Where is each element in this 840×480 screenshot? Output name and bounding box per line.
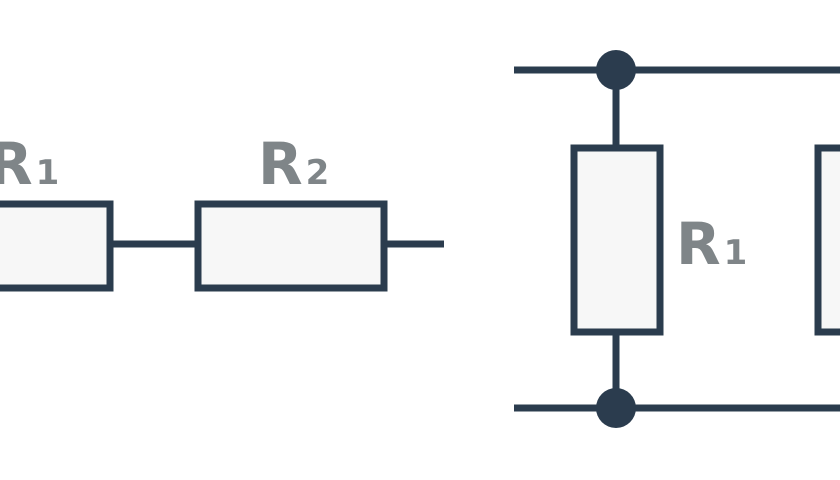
series-circuit: R1 R2 <box>0 130 444 292</box>
series-label-r2: R2 <box>258 130 329 198</box>
parallel-label-r1-letter: R <box>676 210 721 278</box>
parallel-label-r1-subscript: 1 <box>724 233 748 273</box>
parallel-circuit: R1 <box>514 50 840 428</box>
parallel-label-r1: R1 <box>676 210 747 278</box>
series-resistor-r1 <box>0 200 114 292</box>
parallel-bottom-junction <box>596 388 636 428</box>
series-resistor-r2 <box>194 200 388 292</box>
series-label-r1-letter: R <box>0 130 33 198</box>
series-label-r1-subscript: 1 <box>36 153 60 193</box>
series-label-r2-letter: R <box>258 130 303 198</box>
parallel-top-junction <box>596 50 636 90</box>
parallel-resistor-r1 <box>570 144 664 336</box>
parallel-resistor-r2-partial <box>814 144 840 336</box>
series-label-r1: R1 <box>0 130 59 198</box>
series-label-r2-subscript: 2 <box>306 153 330 193</box>
